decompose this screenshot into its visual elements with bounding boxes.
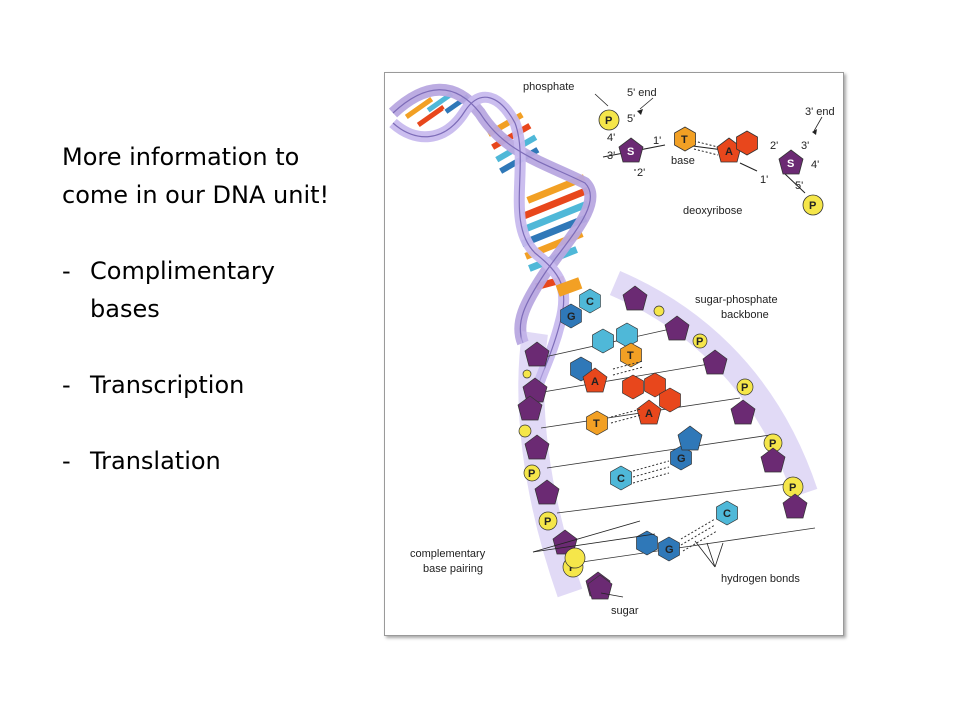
label-three-prime-end: 3' end: [805, 106, 835, 118]
base-letter-g: G: [567, 311, 576, 323]
base-letter-c: C: [723, 508, 731, 520]
carbon-label-3-prime: 3': [607, 150, 615, 162]
label-backbone: backbone: [721, 309, 769, 321]
label-phosphate: phosphate: [523, 81, 574, 93]
carbon-label-2-prime: 2': [637, 167, 645, 179]
carbon-label-5-prime: 5': [795, 180, 803, 192]
bullet-dash: -: [62, 257, 71, 285]
intro-line-1: More information to: [62, 143, 300, 171]
detail-base-letter-t: T: [681, 134, 688, 146]
bullet-dash: -: [62, 447, 71, 475]
phosphate-letter: P: [741, 382, 748, 394]
base-letter-g: G: [665, 544, 674, 556]
detail-phosphate-letter: P: [809, 200, 816, 212]
bullet-line: Complimentary: [90, 257, 275, 285]
carbon-label-1-prime: 1': [653, 135, 661, 147]
ladder-base-letters: T A T A C G C G: [591, 350, 731, 556]
bullet-item-complementary-bases: - Complimentary bases: [62, 252, 372, 328]
dna-diagram: C G: [384, 72, 844, 636]
phosphate-letter: P: [528, 468, 535, 480]
detail-base-letter-a: A: [725, 146, 733, 158]
three-prime-end-arrow-icon: [812, 129, 817, 135]
hydrogen-bond-dots: [610, 360, 718, 552]
label-five-prime-end: 5' end: [627, 87, 657, 99]
base-letter-a: A: [645, 408, 653, 420]
carbon-label-4-prime: 4': [811, 159, 819, 171]
detail-phosphate-letter: P: [605, 115, 612, 127]
end-arrows: [637, 109, 817, 135]
carbon-label-2-prime: 2': [770, 140, 778, 152]
right-strand-phosphate-letters: P P P P: [696, 336, 796, 494]
base-letter-c: C: [586, 296, 594, 308]
bullet-item-transcription: - Transcription: [62, 366, 372, 404]
base-letter-t: T: [627, 350, 634, 362]
label-complementary: complementary: [410, 548, 486, 560]
carbon-label-3-prime: 3': [801, 140, 809, 152]
carbon-label-1-prime: 1': [760, 174, 768, 186]
helix-rungs: [403, 90, 591, 292]
label-deoxyribose: deoxyribose: [683, 205, 742, 217]
label-leaders: [532, 93, 823, 598]
carbon-label-4-prime: 4': [607, 132, 615, 144]
bullet-line: Transcription: [90, 371, 245, 399]
dna-diagram-svg: C G: [388, 81, 835, 617]
detail-sugar-letter: S: [627, 146, 634, 158]
phosphate-letter: P: [696, 336, 703, 348]
bullet-dash: -: [62, 371, 71, 399]
label-sugar: sugar: [611, 605, 639, 617]
label-hydrogen-bonds: hydrogen bonds: [721, 573, 800, 585]
bullet-list: - Complimentary bases - Transcription - …: [62, 252, 372, 480]
bullet-line: Translation: [90, 447, 221, 475]
label-sugar-phosphate: sugar-phosphate: [695, 294, 778, 306]
base-letter-c: C: [617, 473, 625, 485]
label-base: base: [671, 155, 695, 167]
right-strand-nucleotides: [622, 285, 808, 519]
bottom-nucleotide: [564, 547, 613, 600]
base-letter-g: G: [677, 453, 686, 465]
carbon-label-5-prime: 5': [627, 113, 635, 125]
intro-line-2: come in our DNA unit!: [62, 181, 330, 209]
intro-text: More information to come in our DNA unit…: [62, 138, 372, 214]
label-base-pairing: base pairing: [423, 563, 483, 575]
bullet-item-translation: - Translation: [62, 442, 372, 480]
bullet-line: bases: [90, 295, 160, 323]
five-prime-end-arrow-icon: [637, 109, 643, 115]
phosphate-letter: P: [789, 482, 796, 494]
base-pair-rungs: [536, 327, 816, 564]
base-letter-t: T: [593, 418, 600, 430]
phosphate-letter: P: [544, 516, 551, 528]
slide-text: More information to come in our DNA unit…: [62, 138, 372, 480]
nucleotide-detail-inset: P S T A S P 5' 4' 3' 2' 1' 2' 3' 4' 1' 5…: [598, 109, 824, 216]
diagram-labels: phosphate 5' end 3' end base deoxyribose…: [410, 81, 835, 617]
helix-twisted-section: C G: [388, 83, 601, 404]
detail-sugar-letter: S: [787, 158, 794, 170]
base-letter-a: A: [591, 376, 599, 388]
phosphate-letter: P: [769, 438, 776, 450]
